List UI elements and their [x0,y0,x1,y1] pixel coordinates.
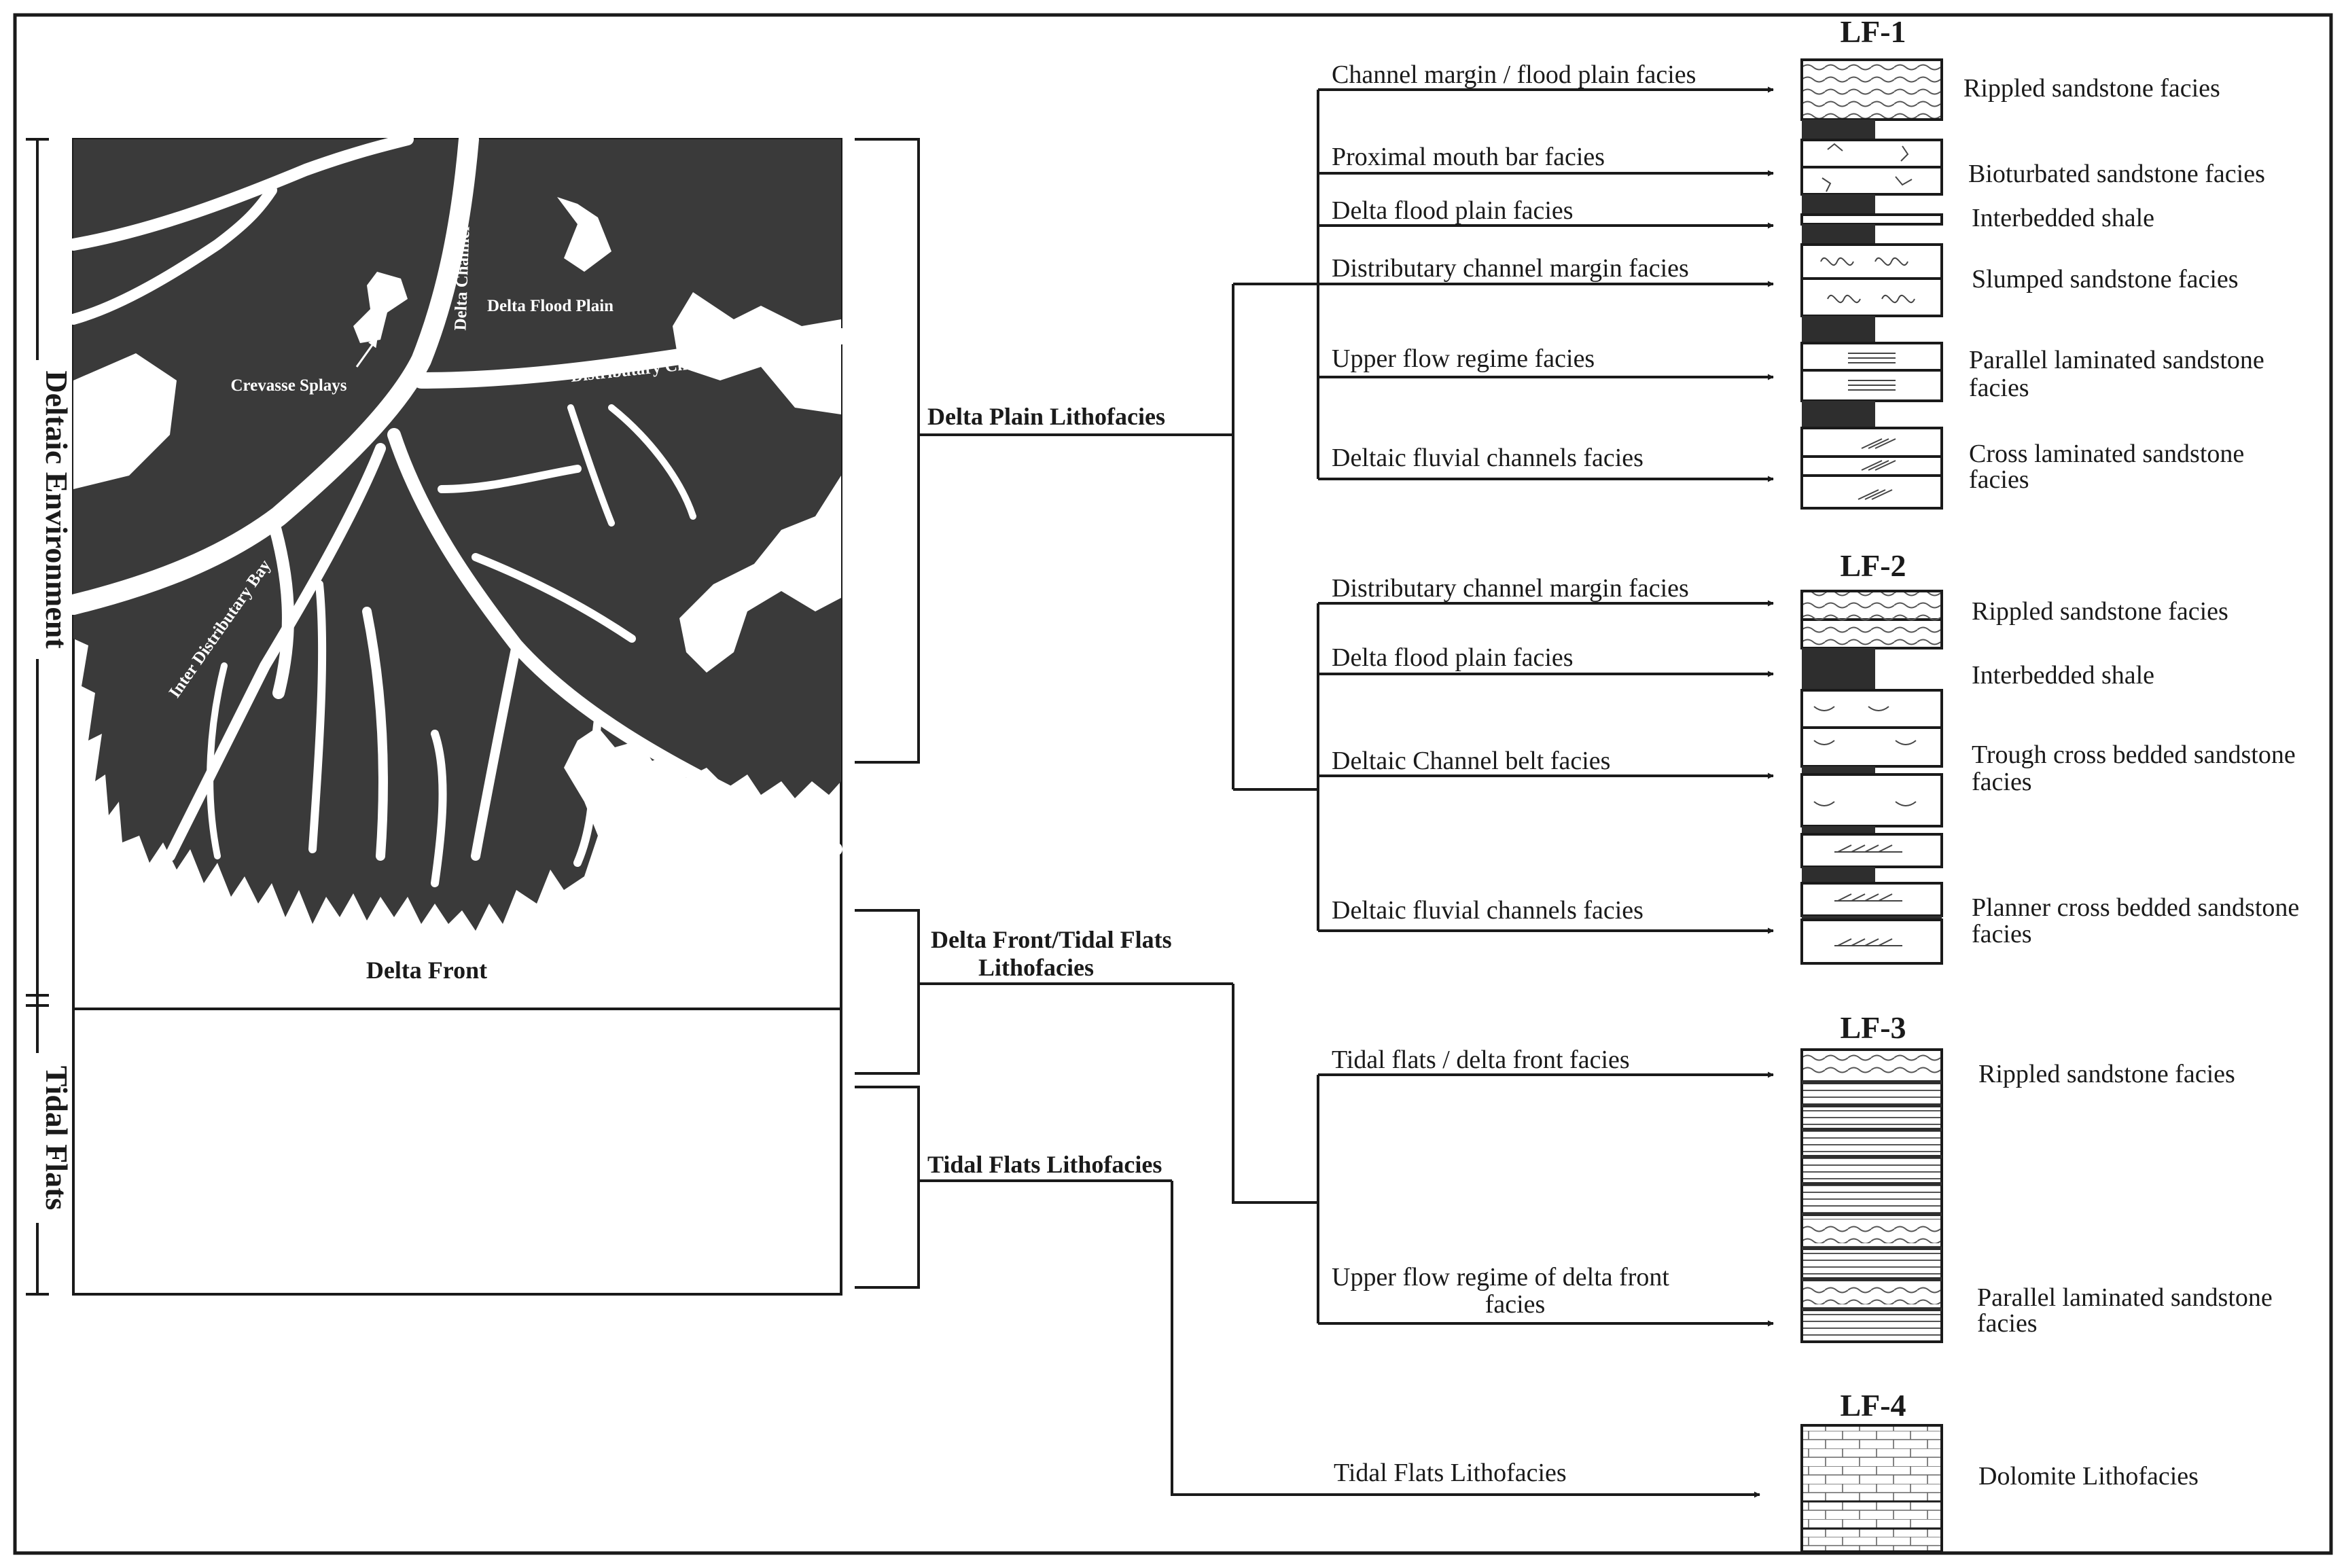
lf3-column: LF-3 Rippled sandstone facies Parallel l… [1800,1010,2273,1343]
lf1-lith-5b: facies [1969,374,2029,402]
delta-front-label: Delta Front [366,957,487,984]
lf1-facies-3: Delta flood plain facies [1332,196,1574,225]
lf1-facies-2: Proximal mouth bar facies [1332,143,1605,171]
lf3-title: LF-3 [1840,1010,1906,1045]
lf1-column: LF-1 Rippled sandstone facies Bioturbate… [1800,14,2265,510]
lf4-facies-1: Tidal Flats Lithofacies [1334,1459,1567,1487]
lf1-lith-2: Bioturbated sandstone facies [1968,160,2265,188]
lf1-lith-4: Slumped sandstone facies [1972,265,2239,293]
lf4-column: LF-4 Dolomite Lithofacies [1800,1388,2199,1553]
lf3-lith-2: Parallel laminated sandstone [1977,1283,2273,1312]
lf1-facies-5: Upper flow regime facies [1332,344,1595,373]
lf1-facies-4: Distributary channel margin facies [1332,254,1689,283]
lf2-column: LF-2 Rippled sandstone facies Interbedde… [1800,548,2299,965]
lf1-facies-1: Channel margin / flood plain facies [1332,60,1696,89]
lf2-facies-1: Distributary channel margin facies [1332,574,1689,603]
delta-channel-label: Delta Channel [451,226,473,331]
lf3-facies-2: Upper flow regime of delta front [1332,1263,1669,1291]
lf1-facies-6: Deltaic fluvial channels facies [1332,444,1643,472]
lf1-lith-3: Interbedded shale [1972,204,2154,232]
lf2-title: LF-2 [1840,548,1906,583]
lf2-lith-4b: facies [1972,920,2032,948]
lf2-lith-3b: facies [1972,768,2032,796]
crevasse-splays-label: Crevasse Splays [230,376,346,395]
lf3-facies-1: Tidal flats / delta front facies [1332,1046,1630,1074]
lf1-lith-6: Cross laminated sandstone [1969,440,2244,468]
lf4-title: LF-4 [1840,1388,1906,1423]
outer-frame [13,13,2333,1555]
lf2-facies-2: Delta flood plain facies [1332,643,1574,672]
lf3-facies-2b: facies [1485,1290,1546,1319]
lf3-branches: Tidal flats / delta front facies Upper f… [1317,1046,1774,1327]
group-brackets: Delta Plain Lithofacies Delta Front/Tida… [855,138,1760,1498]
lf2-lith-2: Interbedded shale [1972,661,2154,690]
delta-front-tidal-label-1: Delta Front/Tidal Flats [931,926,1172,953]
lf2-facies-4: Deltaic fluvial channels facies [1332,896,1643,925]
lf2-lith-4: Planner cross bedded sandstone [1972,893,2299,922]
tidal-flats-lithofacies-label: Tidal Flats Lithofacies [927,1151,1162,1178]
lf1-lith-6b: facies [1969,465,2029,494]
delta-map: Delta Channel Delta Flood Plain Crevasse… [63,129,849,1296]
tidal-flats-label: Tidal Flats [39,1066,74,1211]
lf1-branches: Channel margin / flood plain facies Prox… [1317,60,1774,482]
lf1-lith-1: Rippled sandstone facies [1963,74,2220,103]
lf1-lith-5: Parallel laminated sandstone [1969,346,2264,374]
lf1-title: LF-1 [1840,14,1906,49]
lf2-facies-3: Deltaic Channel belt facies [1332,747,1610,775]
lf2-lith-1: Rippled sandstone facies [1972,597,2228,626]
delta-plain-label: Delta Plain Lithofacies [927,403,1165,430]
lf2-lith-3: Trough cross bedded sandstone [1972,741,2296,769]
environment-axis: Deltaic Environment Tidal Flats [20,138,74,1296]
lf3-lith-2b: facies [1977,1309,2038,1338]
lf3-lith-1: Rippled sandstone facies [1978,1060,2235,1088]
delta-flood-plain-label: Delta Flood Plain [487,297,614,315]
lf2-branches: Distributary channel margin facies Delta… [1317,574,1774,934]
lf4-lith-1: Dolomite Lithofacies [1978,1462,2199,1491]
delta-front-tidal-label-2: Lithofacies [978,954,1094,981]
